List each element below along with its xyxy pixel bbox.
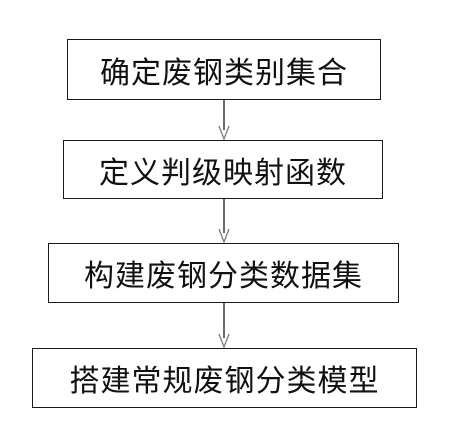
step-box-4: 搭建常规废钢分类模型 (32, 348, 417, 408)
step-label-3: 构建废钢分类数据集 (84, 259, 363, 294)
step-box-2: 定义判级映射函数 (63, 140, 383, 199)
arrow-3-to-4 (218, 303, 230, 349)
step-label-4: 搭建常规废钢分类模型 (69, 364, 380, 399)
arrow-head-3 (218, 333, 230, 349)
arrow-2-to-3 (218, 199, 230, 244)
arrow-head-1 (218, 125, 230, 141)
step-label-1: 确定废钢类别集合 (100, 55, 348, 91)
step-label-2: 定义判级映射函数 (99, 155, 347, 191)
arrow-1-to-2 (218, 100, 230, 141)
step-box-3: 构建废钢分类数据集 (48, 243, 399, 303)
arrow-head-2 (218, 228, 230, 244)
step-box-1: 确定废钢类别集合 (67, 39, 381, 100)
